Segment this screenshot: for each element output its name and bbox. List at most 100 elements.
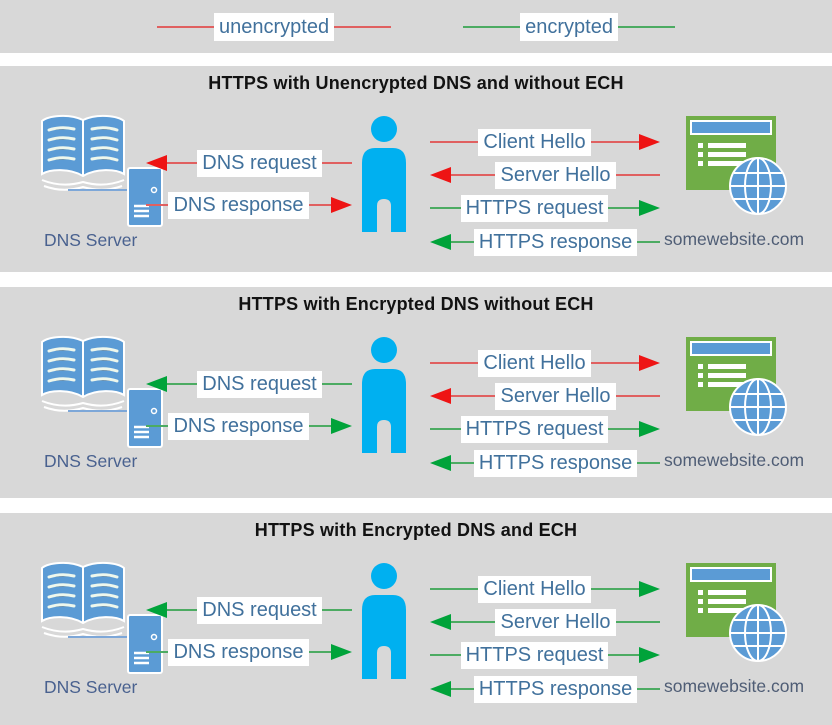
arrowhead-left-icon [146,376,167,392]
arrow-line [590,588,640,590]
https-request-arrow: HTTPS request [430,193,661,223]
arrowhead-right-icon [331,418,352,434]
arrowhead-left-icon [146,155,167,171]
arrow-line [451,241,474,243]
dns-request-arrow: DNS request [146,148,352,178]
server-hello-arrow: Server Hello [430,607,661,637]
arrow-line [167,162,198,164]
arrow-line [321,162,352,164]
arrow-line [430,654,461,656]
https-response-arrow: HTTPS response [430,674,661,704]
dns-server-icon [41,114,163,227]
arrow-line [308,425,331,427]
arrowhead-right-icon [639,200,661,216]
arrow-label: HTTPS response [473,228,638,256]
arrowhead-left-icon [430,388,451,404]
dns-response-arrow: DNS response [146,411,352,441]
arrow-label: HTTPS request [460,194,609,222]
arrow-label: HTTPS response [473,675,638,703]
arrowhead-right-icon [639,355,661,371]
dns-request-arrow: DNS request [146,369,352,399]
arrow-label: DNS response [168,638,309,666]
arrow-label: Client Hello [478,128,591,156]
arrow-label: Client Hello [478,575,591,603]
arrowhead-left-icon [430,681,451,697]
https-request-arrow: HTTPS request [430,640,661,670]
arrow-label: DNS response [168,191,309,219]
arrow-line [321,383,352,385]
arrow-line [146,425,169,427]
https-response-arrow: HTTPS response [430,227,661,257]
arrow-line [637,688,661,690]
person-icon [362,337,406,453]
dns-server-label: DNS Server [44,677,138,697]
arrow-line [637,241,661,243]
panel-title: HTTPS with Encrypted DNS and ECH [254,520,578,540]
arrow-line [308,204,331,206]
arrow-line [451,462,474,464]
arrowhead-right-icon [331,197,352,213]
dns-response-arrow: DNS response [146,637,352,667]
client-hello-arrow: Client Hello [430,127,661,157]
legend-bar: unencrypted encrypted [0,0,832,53]
dns-server-icon [41,561,163,674]
dns-response-arrow: DNS response [146,190,352,220]
arrow-label: Server Hello [495,608,616,636]
arrowhead-left-icon [430,614,451,630]
legend-label: encrypted [520,12,618,41]
arrow-line [146,651,169,653]
dns-server-label: DNS Server [44,230,138,250]
arrowhead-right-icon [639,134,661,150]
arrowhead-right-icon [639,421,661,437]
arrow-label: DNS request [197,149,322,177]
arrow-line [451,621,496,623]
arrow-label: Server Hello [495,382,616,410]
arrow-line [451,174,496,176]
client-hello-arrow: Client Hello [430,348,661,378]
person-icon [362,116,406,232]
website-label: somewebsite.com [664,450,805,470]
arrowhead-right-icon [639,581,661,597]
arrow-line [167,609,198,611]
server-hello-arrow: Server Hello [430,381,661,411]
website-icon [686,116,787,215]
arrow-line [590,141,640,143]
arrow-line [430,588,479,590]
panel-unencrypted-dns-no-ech: HTTPS with Unencrypted DNS and without E… [0,66,832,272]
arrow-line [608,207,640,209]
arrow-line [590,362,640,364]
arrow-line [608,654,640,656]
arrowhead-left-icon [430,455,451,471]
arrow-line [146,204,169,206]
legend-label: unencrypted [214,12,335,41]
panel-encrypted-dns-no-ech: HTTPS with Encrypted DNS without ECH DNS… [0,287,832,498]
website-label: somewebsite.com [664,229,805,249]
arrow-line [167,383,198,385]
arrow-line [451,395,496,397]
panel-title: HTTPS with Unencrypted DNS and without E… [208,73,624,93]
dns-server-icon [41,335,163,448]
arrow-label: Client Hello [478,349,591,377]
server-hello-arrow: Server Hello [430,160,661,190]
arrow-label: DNS request [197,596,322,624]
website-icon [686,337,787,436]
client-hello-arrow: Client Hello [430,574,661,604]
arrowhead-right-icon [331,644,352,660]
arrow-line [308,651,331,653]
arrowhead-left-icon [430,167,451,183]
legend-item-unencrypted: unencrypted [157,12,392,41]
arrow-line [430,428,461,430]
arrowhead-right-icon [639,647,661,663]
legend-line-left [463,25,521,28]
arrow-label: HTTPS request [460,641,609,669]
arrow-label: HTTPS request [460,415,609,443]
arrow-line [430,362,479,364]
arrow-line [321,609,352,611]
arrow-line [608,428,640,430]
arrow-line [637,462,661,464]
arrow-line [615,621,661,623]
legend-item-encrypted: encrypted [463,12,675,41]
arrow-line [615,395,661,397]
legend-line-right [334,25,392,28]
